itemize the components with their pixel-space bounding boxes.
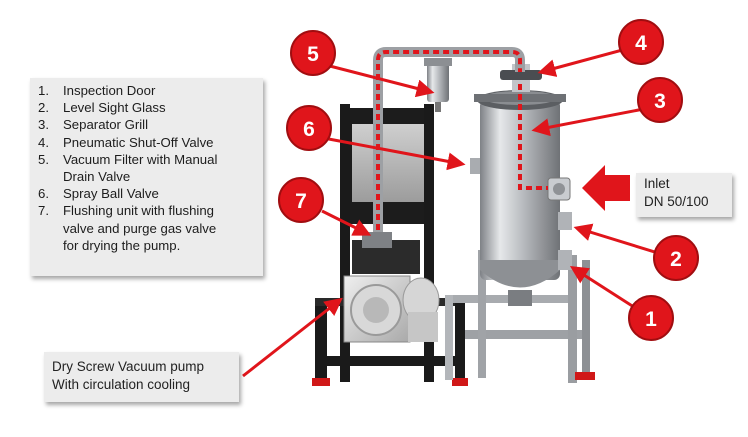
pump-label-line: Dry Screw Vacuum pump: [52, 359, 205, 374]
badge-4-label: 4: [635, 32, 647, 55]
legend-list: 1. Inspection Door 2. Level Sight Glass 3.…: [30, 78, 263, 254]
inlet-label: Inlet DN 50/100: [636, 173, 732, 217]
legend-item: 3. Separator Grill: [30, 116, 263, 133]
piping: [373, 47, 548, 250]
badge-7: 7: [278, 177, 324, 223]
legend-number: 2.: [38, 100, 49, 116]
inlet-label-line: DN 50/100: [644, 194, 709, 209]
badge-6-label: 6: [303, 118, 315, 141]
legend-item: 4. Pneumatic Shut-Off Valve: [30, 134, 263, 151]
pump-label-line: With circulation cooling: [52, 377, 191, 392]
legend-number: 3.: [38, 117, 49, 133]
legend-text: Spray Ball Valve: [63, 186, 159, 202]
badge-3: 3: [637, 77, 683, 123]
legend-text: Level Sight Glass: [63, 100, 166, 116]
vacuum-filter: [424, 58, 452, 112]
legend-item: 2. Level Sight Glass: [30, 99, 263, 116]
legend-text: valve and purge gas valve: [63, 220, 217, 236]
vacuum-pump: [343, 232, 440, 343]
legend-text: Drain Valve: [63, 169, 131, 185]
legend-text: Separator Grill: [63, 117, 149, 133]
badge-2: 2: [653, 235, 699, 281]
legend-number: 1.: [38, 83, 49, 98]
badge-1-label: 1: [645, 308, 657, 331]
legend-number: 4.: [38, 134, 49, 150]
pump-label: Dry Screw Vacuum pump With circulation c…: [44, 352, 239, 402]
legend-box: 1. Inspection Door 2. Level Sight Glass 3.…: [30, 78, 263, 276]
badge-6: 6: [286, 105, 332, 151]
badge-5: 5: [290, 30, 336, 76]
badge-3-label: 3: [654, 90, 666, 113]
legend-item: 1. Inspection Door: [30, 82, 263, 99]
inlet-arrow: [582, 165, 630, 211]
badge-1: 1: [628, 295, 674, 341]
legend-number: 6.: [38, 186, 49, 202]
legend-number: 7.: [38, 203, 49, 219]
legend-text: Vacuum Filter with Manual: [63, 151, 218, 167]
badge-5-label: 5: [307, 43, 319, 66]
legend-text: Inspection Door: [63, 83, 156, 98]
legend-text: for drying the pump.: [63, 237, 181, 253]
badge-7-label: 7: [295, 190, 307, 213]
legend-text: Pneumatic Shut-Off Valve: [63, 134, 214, 150]
legend-item: 6. Spray Ball Valve: [30, 185, 263, 202]
badge-2-label: 2: [670, 248, 682, 271]
legend-number: 5.: [38, 151, 49, 167]
badge-4: 4: [618, 19, 664, 65]
inlet-label-line: Inlet: [644, 176, 670, 191]
legend-text: Flushing unit with flushing: [63, 203, 215, 219]
